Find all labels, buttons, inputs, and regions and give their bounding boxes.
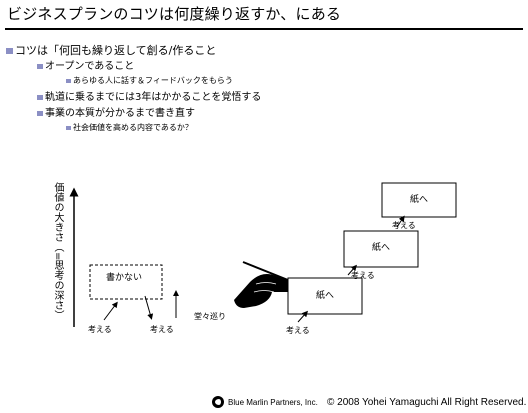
think-label-5: 考える <box>392 221 416 230</box>
copyright-notice: © 2008 Yohei Yamaguchi All Right Reserve… <box>327 396 527 408</box>
bullet-marker <box>37 110 43 116</box>
paper-box-1 <box>287 277 363 315</box>
think-down-arrow <box>144 295 154 320</box>
bullet-three-years-text: 軌道に乗るまでには3年はかかることを覚悟する <box>45 92 262 103</box>
cannot-write-box <box>89 264 163 300</box>
bullet-rewrite: 事業の本質が分かるまで書き直す <box>37 109 195 119</box>
bullet-marker <box>6 48 13 54</box>
bullet-three-years: 軌道に乗るまでには3年はかかることを覚悟する <box>37 93 261 103</box>
company-name: Blue Marlin Partners, Inc. <box>228 397 318 407</box>
paper-label-3: 紙へ <box>410 195 429 205</box>
bullet-rewrite-text: 事業の本質が分かるまで書き直す <box>45 108 195 119</box>
y-axis-label: 価値の大きさ（=思考の深さ） <box>52 182 63 321</box>
bullet-main: コツは「何回も繰り返して創る/作ること <box>6 45 216 56</box>
bullet-main-text: コツは「何回も繰り返して創る/作ること <box>15 44 217 57</box>
think-arrow-3 <box>396 215 405 228</box>
bullet-marker <box>66 125 71 130</box>
slide-title: ビジネスプランのコツは何度繰り返すか、にある <box>7 5 342 23</box>
bullet-feedback-text: あらゆる人に話す＆フィードバックをもらう <box>73 76 233 85</box>
paper-box-2 <box>343 230 419 268</box>
bullet-marker <box>37 63 43 69</box>
bullet-marker <box>37 94 43 100</box>
bullet-open-text: オープンであること <box>45 61 135 72</box>
bullet-social-value-text: 社会価値を高める内容であるか？ <box>73 123 193 132</box>
company-logo: Blue Marlin Partners, Inc. <box>212 393 318 411</box>
think-arrow-2 <box>347 264 357 276</box>
cannot-write-label: 書かない <box>106 273 143 283</box>
paper-box-3 <box>381 182 457 218</box>
bullet-marker <box>66 78 71 83</box>
title-underline <box>5 28 523 30</box>
think-label-1: 考える <box>88 325 112 334</box>
bullet-social-value: 社会価値を高める内容であるか？ <box>66 124 193 132</box>
think-arrow-1 <box>297 310 308 323</box>
bullet-open: オープンであること <box>37 62 134 72</box>
paper-label-1: 紙へ <box>316 291 335 301</box>
think-label-2: 考える <box>150 325 174 334</box>
think-up-arrow <box>103 301 118 321</box>
going-in-circles-label: 堂々巡り <box>194 312 226 321</box>
think-label-3: 考える <box>286 326 310 335</box>
bullet-feedback: あらゆる人に話す＆フィードバックをもらう <box>66 77 233 85</box>
paper-label-2: 紙へ <box>372 243 391 253</box>
think-label-4: 考える <box>351 271 375 280</box>
blue-marlin-logo-icon <box>212 396 224 408</box>
hand-with-pen-icon <box>234 261 294 308</box>
